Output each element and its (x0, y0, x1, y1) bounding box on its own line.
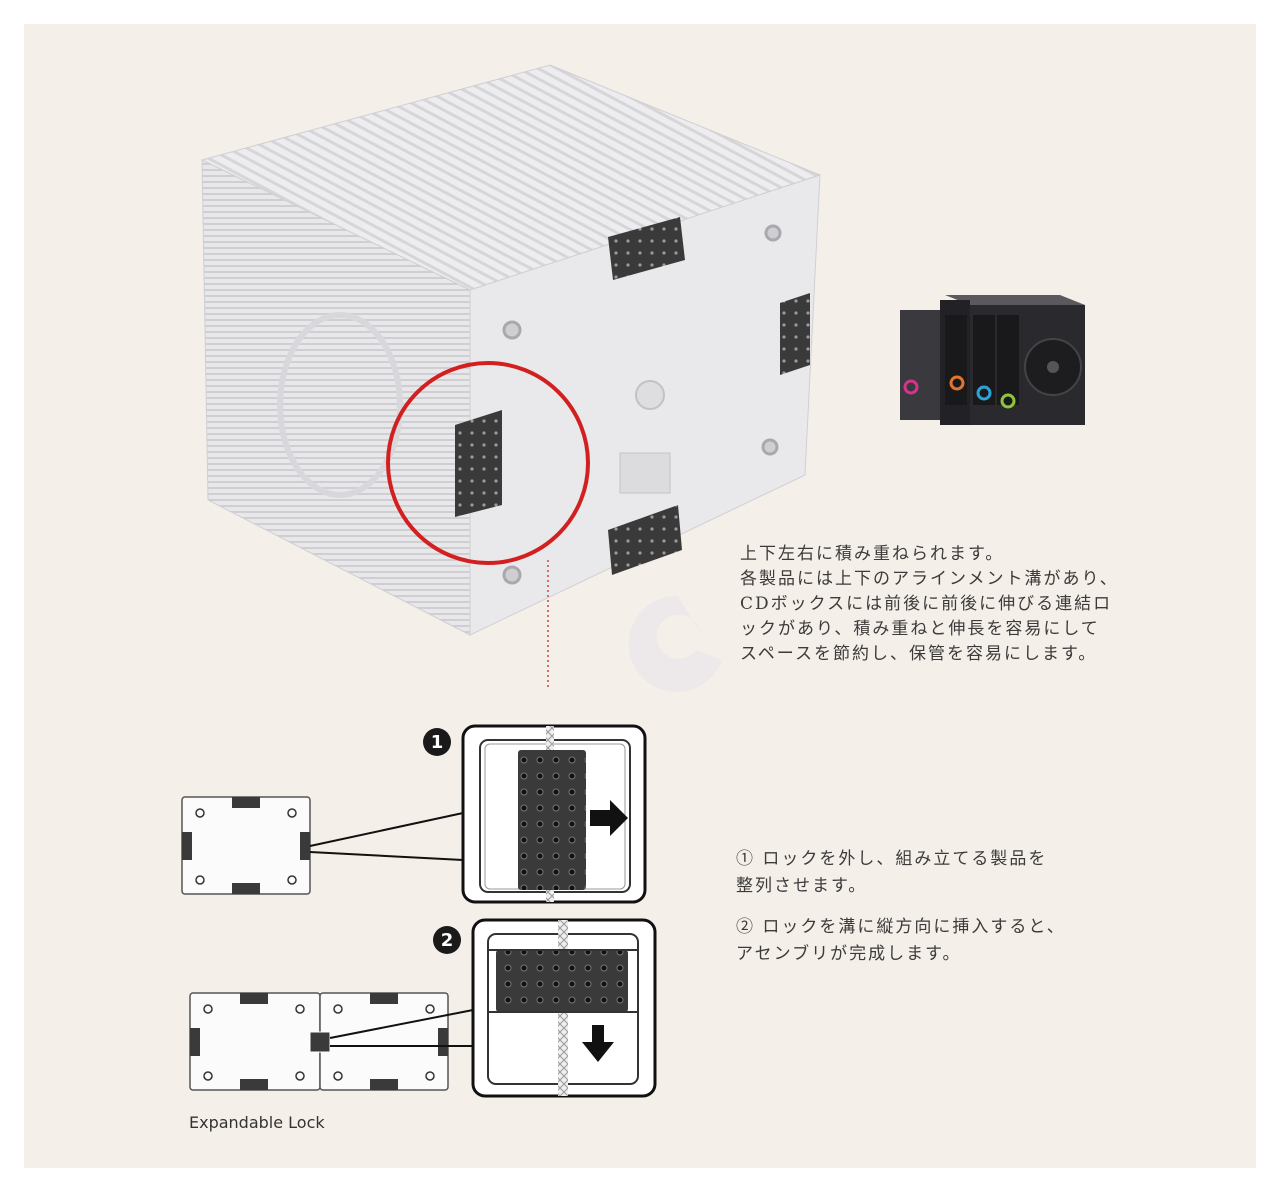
description-line: CDボックスには前後に前後に伸びる連結ロ (740, 594, 1113, 614)
cube-illustration (200, 64, 822, 687)
step-badge-2: 2 (433, 926, 461, 954)
step-line: アセンブリが完成します。 (736, 944, 962, 964)
step-badge-1: 1 (423, 728, 451, 756)
step-2-text: ② ロックを溝に縦方向に挿入すると、 アセンブリが完成します。 (736, 914, 1216, 968)
step-line: ① ロックを外し、組み立てる製品を (736, 849, 1048, 869)
step-line: 整列させます。 (736, 876, 868, 896)
description-line: スペースを節約し、保管を容易にします。 (740, 644, 1098, 664)
product-thumbnail (900, 295, 1085, 425)
lock-diagram (181, 724, 657, 1098)
arrow-right-icon (590, 800, 628, 836)
description-line: ックがあり、積み重ねと伸長を容易にして (740, 619, 1100, 639)
highlight-circle (386, 361, 590, 565)
arrow-down-icon (582, 1025, 614, 1062)
color-dot (1000, 393, 1016, 409)
diagram-caption: Expandable Lock (189, 1113, 325, 1132)
step-line: ② ロックを溝に縦方向に挿入すると、 (736, 917, 1066, 937)
description-line: 上下左右に積み重ねられます。 (740, 544, 1005, 564)
step-instructions: ① ロックを外し、組み立てる製品を 整列させます。 ② ロックを溝に縦方向に挿入… (736, 846, 1216, 982)
color-dot (976, 385, 992, 401)
color-dot (949, 375, 965, 391)
step-1-text: ① ロックを外し、組み立てる製品を 整列させます。 (736, 846, 1216, 900)
description-line: 各製品には上下のアラインメント溝があり、 (740, 569, 1119, 589)
description-text: 上下左右に積み重ねられます。 各製品には上下のアラインメント溝があり、 CDボッ… (740, 542, 1240, 667)
color-dot (903, 379, 919, 395)
watermark-logo (628, 595, 722, 692)
